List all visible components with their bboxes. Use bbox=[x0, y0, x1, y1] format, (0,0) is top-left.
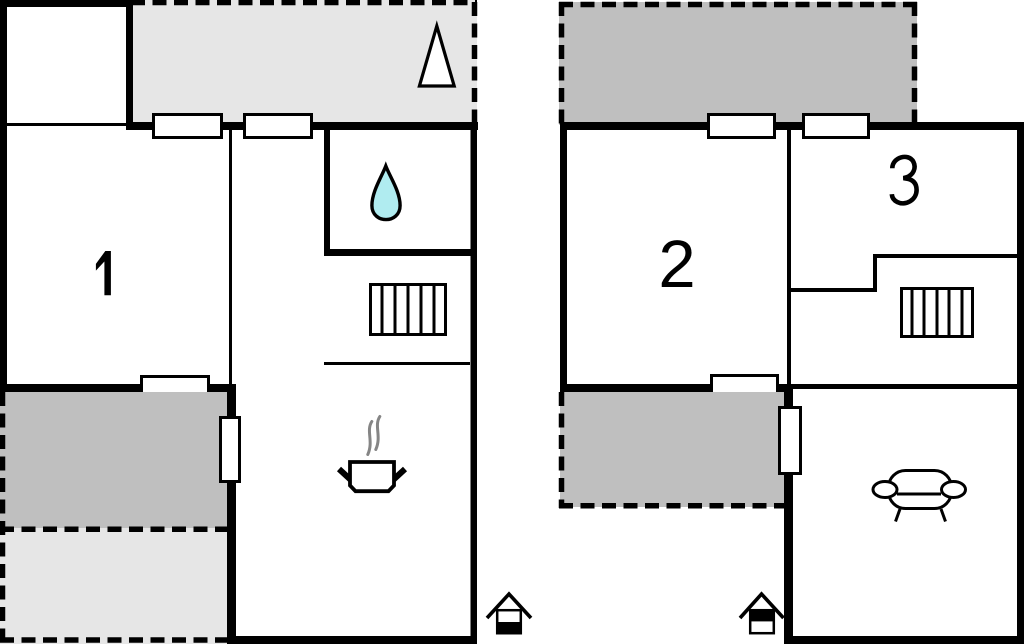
svg-text:2: 2 bbox=[658, 227, 695, 302]
